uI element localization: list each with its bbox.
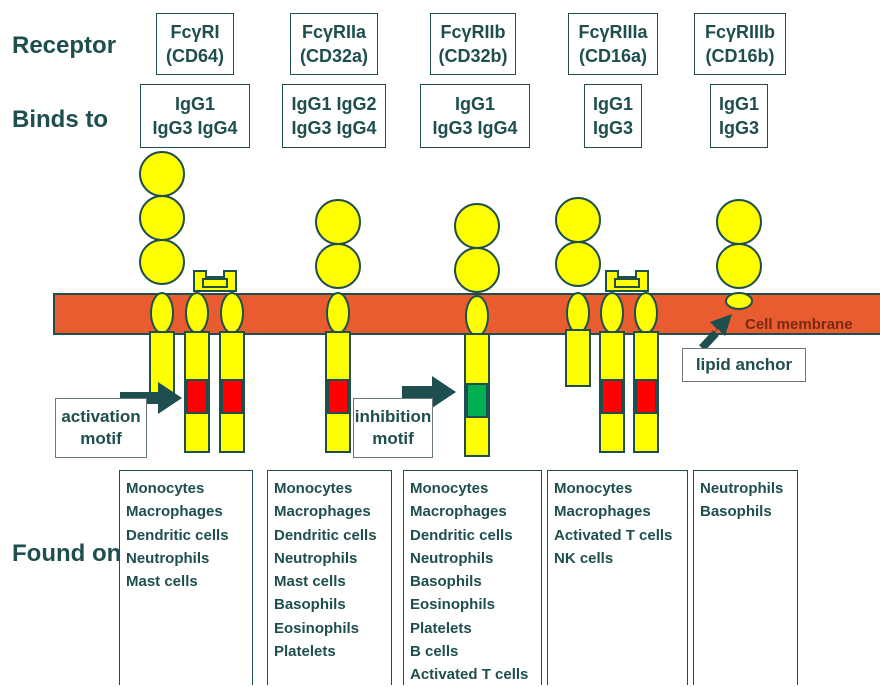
ig-domain: [556, 242, 600, 286]
cell-type: Neutrophils: [700, 477, 791, 500]
transmembrane-domain: [601, 293, 623, 333]
cell-type: Mast cells: [126, 570, 246, 593]
cell-type: Neutrophils: [126, 547, 246, 570]
cell-type: B cells: [410, 640, 535, 663]
cell-type: Activated T cells: [554, 524, 681, 547]
activation-motif-mark: [602, 380, 622, 413]
ig-domain: [316, 200, 360, 244]
transmembrane-domain: [635, 293, 657, 333]
cytoplasmic-tail: [566, 330, 590, 386]
cell-type: Macrophages: [554, 500, 681, 523]
lipid-anchor-callout: lipid anchor: [682, 348, 806, 382]
cell-type: Basophils: [410, 570, 535, 593]
transmembrane-domain: [466, 296, 488, 336]
cell-type: Eosinophils: [274, 617, 385, 640]
inhibition-motif-callout: inhibition motif: [353, 398, 433, 458]
cell-type: Monocytes: [126, 477, 246, 500]
inhibition-motif-mark: [467, 384, 487, 417]
ig-domain: [455, 248, 499, 292]
found-on-fcgriia: Monocytes Macrophages Dendritic cells Ne…: [267, 470, 392, 685]
cell-membrane-label: Cell membrane: [745, 316, 853, 333]
cell-type: Mast cells: [274, 570, 385, 593]
activation-motif-mark: [222, 380, 242, 413]
cell-type: Basophils: [274, 593, 385, 616]
cell-type: Platelets: [410, 617, 535, 640]
cell-type: Eosinophils: [410, 593, 535, 616]
callout-line2: motif: [354, 428, 432, 450]
found-on-fcgri: Monocytes Macrophages Dendritic cells Ne…: [119, 470, 253, 685]
found-on-fcgriiib: Neutrophils Basophils: [693, 470, 798, 685]
cell-type: Dendritic cells: [274, 524, 385, 547]
transmembrane-domain: [327, 293, 349, 333]
cell-type: Monocytes: [554, 477, 681, 500]
cell-type: Neutrophils: [410, 547, 535, 570]
fcgri-receptor: [140, 152, 184, 398]
activation-motif-mark: [328, 380, 348, 413]
cell-type: Dendritic cells: [410, 524, 535, 547]
transmembrane-domain: [221, 293, 243, 333]
cell-type: Neutrophils: [274, 547, 385, 570]
cell-type: NK cells: [554, 547, 681, 570]
ig-domain: [316, 244, 360, 288]
ig-domain: [556, 198, 600, 242]
fcgriiia-receptor: [556, 198, 600, 386]
transmembrane-domain: [151, 293, 173, 333]
cell-type: Basophils: [700, 500, 791, 523]
activation-motif-mark: [636, 380, 656, 413]
ig-domain: [717, 200, 761, 244]
cell-type: Monocytes: [410, 477, 535, 500]
cell-type: Platelets: [274, 640, 385, 663]
transmembrane-domain: [567, 293, 589, 333]
callout-line2: motif: [56, 428, 146, 450]
activation-motif-mark: [187, 380, 207, 413]
lipid-anchor-ellipse: [726, 293, 752, 309]
fcgriiib-receptor: [717, 200, 761, 309]
activation-motif-callout: activation motif: [55, 398, 147, 458]
cell-type: Macrophages: [410, 500, 535, 523]
transmembrane-domain: [186, 293, 208, 333]
ig-domain: [140, 152, 184, 196]
cell-type: Monocytes: [274, 477, 385, 500]
found-on-fcgriib: Monocytes Macrophages Dendritic cells Ne…: [403, 470, 542, 685]
found-on-fcgriiia: Monocytes Macrophages Activated T cells …: [547, 470, 688, 685]
callout-line1: inhibition: [354, 406, 432, 428]
ig-domain: [140, 240, 184, 284]
lipid-anchor-label: lipid anchor: [683, 354, 805, 376]
cell-type: Activated T cells: [410, 663, 535, 686]
ig-domain: [455, 204, 499, 248]
cell-type: Macrophages: [126, 500, 246, 523]
ig-domain: [717, 244, 761, 288]
cell-type: Dendritic cells: [126, 524, 246, 547]
cell-type: Macrophages: [274, 500, 385, 523]
ig-domain: [140, 196, 184, 240]
callout-line1: activation: [56, 406, 146, 428]
